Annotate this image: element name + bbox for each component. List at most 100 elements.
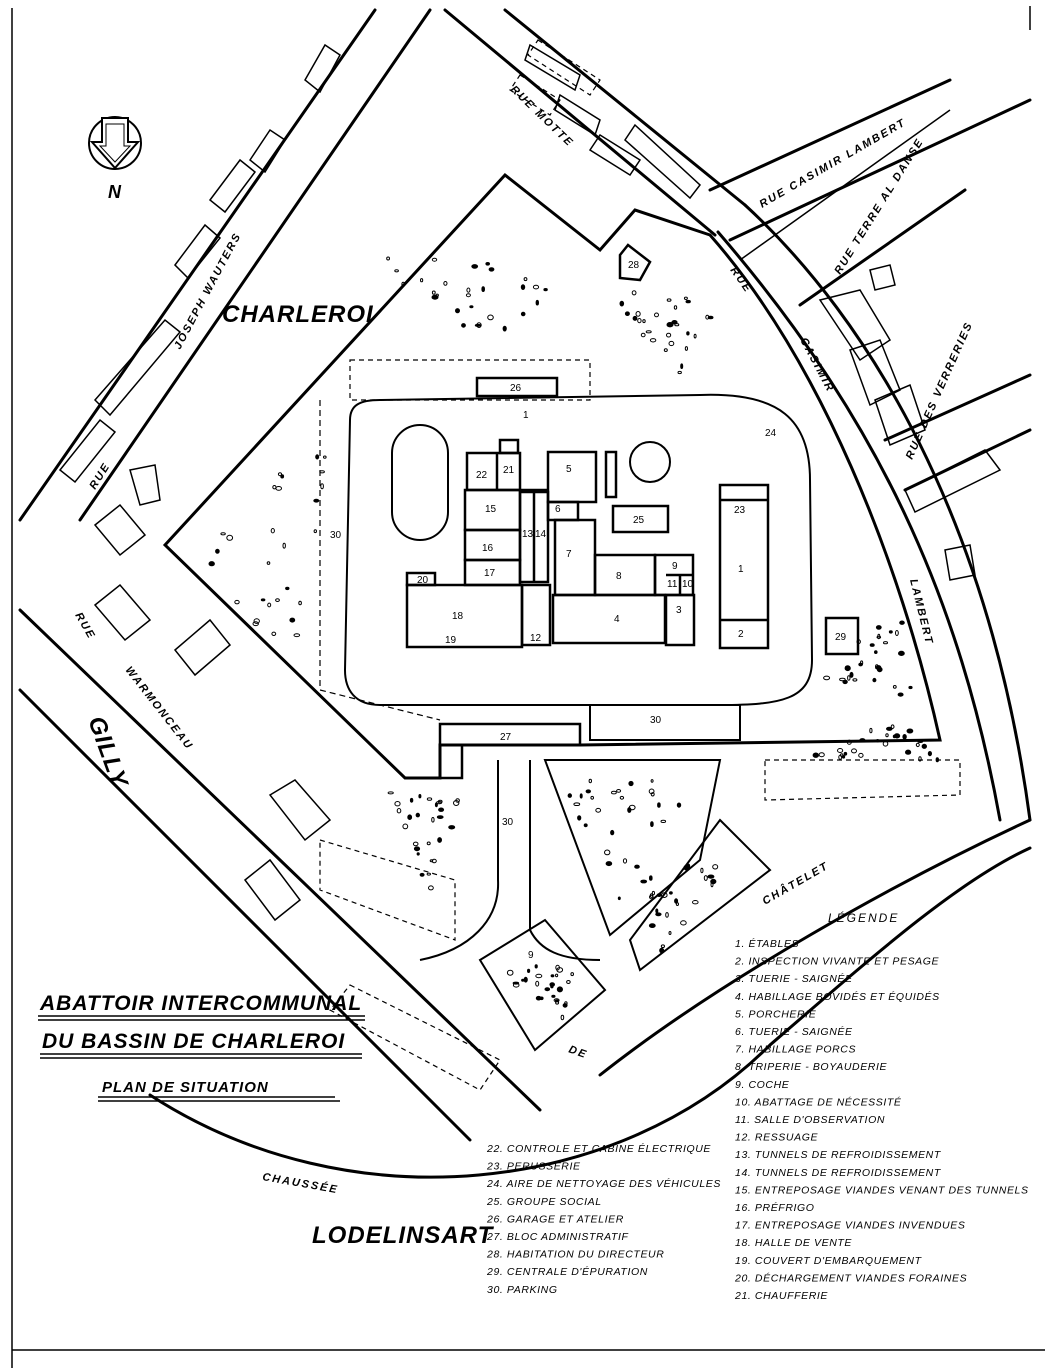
tree-dot [650, 792, 655, 797]
tree-dot [588, 778, 592, 784]
tree-dot [320, 483, 324, 490]
tree-dot [260, 598, 266, 602]
district-lodelinsart: LODELINSART [312, 1222, 495, 1249]
tree-dot [604, 849, 611, 856]
tree-dot [632, 315, 638, 321]
legend-item: 20. DÉCHARGEMENT VIANDES FORAINES [734, 1271, 967, 1284]
tree-dot [888, 630, 893, 634]
tree-dot [234, 599, 240, 605]
tree-dot [560, 1014, 565, 1021]
tree-dot [412, 841, 419, 847]
tree-dot [634, 864, 640, 869]
building-label-6: 6 [555, 504, 561, 515]
tree-dot [428, 885, 434, 891]
tree-dot [869, 643, 875, 647]
tree-dot [917, 739, 924, 744]
tree-dot [650, 821, 654, 827]
district-charleroi: CHARLEROI [222, 301, 374, 328]
tree-dot [416, 852, 420, 856]
inner-ring-road [343, 393, 814, 706]
tree-dot [869, 727, 873, 734]
tree-dot [846, 739, 852, 745]
tree-dot [883, 641, 888, 645]
tree-dot [663, 348, 668, 353]
legend-item: 10. ABATTAGE DE NÉCESSITÉ [735, 1095, 902, 1108]
tree-dot [671, 320, 678, 325]
parking-label-lower: 30 [502, 817, 514, 828]
tree-dot [520, 311, 526, 317]
buildings [405, 243, 860, 780]
tree-dot [448, 825, 456, 830]
tree-dot [843, 751, 848, 756]
tree-dot [838, 754, 843, 760]
legend-item: 28. HABITATION DU DIRECTEUR [486, 1249, 664, 1261]
tree-dot [402, 823, 409, 830]
tree-dot [535, 299, 539, 306]
tree-dot [665, 912, 669, 918]
building-label-10: 10 [682, 579, 694, 590]
building-label-9: 9 [672, 561, 678, 572]
building-label-25: 25 [633, 515, 645, 526]
tree-dot [275, 598, 280, 602]
tree-dot [660, 944, 666, 949]
tree-dot [220, 532, 226, 536]
street-de: DE [567, 1044, 589, 1062]
tree-dot [707, 874, 715, 879]
tree-dot [562, 1003, 568, 1008]
building-label-11: 11 [667, 579, 678, 590]
tree-dot [523, 277, 528, 282]
title-line-3: PLAN DE SITUATION [102, 1079, 269, 1096]
tree-dot [677, 370, 682, 375]
map-labels: CHARLEROI GILLY LODELINSART RUE MOTTE RU… [72, 84, 975, 1249]
tree-dot [874, 650, 878, 654]
tree-dot [655, 908, 659, 914]
tree-dot [610, 829, 615, 836]
site-boundary [162, 172, 942, 780]
building-label-13: 13 [522, 529, 534, 540]
tree-dot [627, 807, 632, 813]
legend-item: 12. RESSUAGE [735, 1132, 818, 1144]
tree-dot [684, 346, 689, 351]
tree-dot [635, 311, 641, 317]
tree-dot [426, 872, 431, 876]
tree-dot [443, 281, 448, 286]
building-label-2: 2 [738, 629, 744, 640]
tree-dot [915, 742, 920, 748]
tree-dot [849, 671, 854, 678]
legend-heading: LÉGENDE [828, 910, 899, 925]
tree-dot [471, 264, 479, 269]
tree-dot [555, 1000, 560, 1005]
tree-dot [544, 987, 551, 992]
legend-item: 18. HALLE DE VENTE [735, 1237, 852, 1249]
tree-dot [876, 635, 882, 639]
tree-dot [465, 293, 471, 298]
tree-dot [622, 858, 628, 864]
tree-dot [535, 980, 540, 987]
tree-dot [387, 791, 394, 795]
building-label-15: 15 [485, 504, 497, 515]
tree-dot [668, 931, 672, 935]
parking-label-south: 30 [650, 715, 662, 726]
tree-dot [876, 739, 880, 743]
tree-dot [624, 311, 630, 317]
street-verreries: RUE DES VERRERIES [904, 320, 976, 461]
tree-dot [252, 621, 259, 627]
title-line-2: DU BASSIN DE CHARLEROI [42, 1030, 345, 1053]
tree-dot [437, 837, 443, 843]
legend-item: 13. TUNNELS DE REFROIDISSEMENT [735, 1149, 942, 1161]
tree-dot [676, 802, 682, 808]
tree-dot [842, 679, 848, 685]
tree-dot [649, 338, 657, 343]
street-rue-warmonceau-prefix: RUE [72, 611, 97, 642]
tree-dot [918, 756, 922, 762]
tree-dot [435, 293, 439, 297]
legend-item: 26. GARAGE ET ATELIER [486, 1213, 624, 1225]
tree-dot [710, 878, 717, 885]
tree-dot [535, 973, 543, 979]
tree-dot [534, 964, 538, 969]
tree-dot [523, 976, 528, 983]
tree-dot [882, 741, 889, 747]
tree-dot [666, 322, 674, 328]
tree-dot [437, 799, 443, 804]
